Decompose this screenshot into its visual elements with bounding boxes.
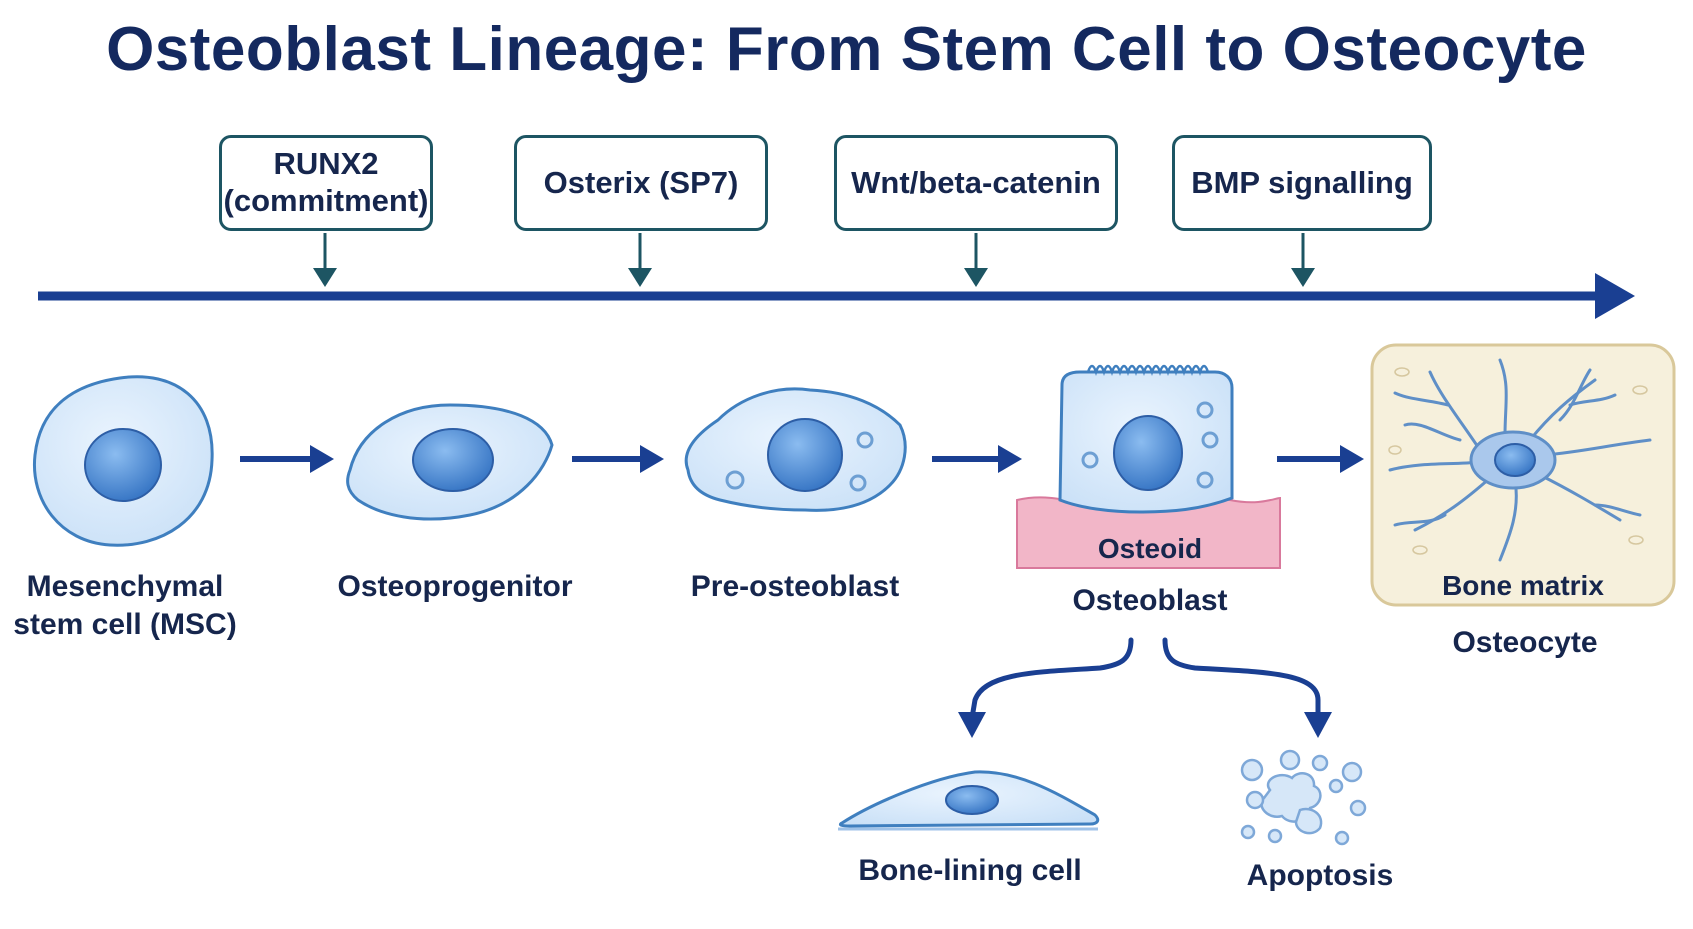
bone-lining-cell [838,770,1100,831]
fate-label-bone-lining: Bone-lining cell [858,854,1082,887]
page-title: Osteoblast Lineage: From Stem Cell to Os… [106,15,1587,84]
regulator-arrow-runx2 [313,233,337,287]
regulator-wnt: Wnt/beta-catenin [834,135,1118,231]
stage-label-osteoprogenitor: Osteoprogenitor [337,570,573,603]
stage-arrow-4 [1277,445,1364,473]
osteoid-label: Osteoid [1097,533,1203,564]
regulator-arrow-osterix [628,233,652,287]
pre-osteoblast-cell [684,387,907,512]
timeline-arrow [38,273,1635,319]
stage-label-msc: Mesenchymal stem cell (MSC) [13,570,237,642]
bone-matrix-label: Bone matrix [1442,570,1604,601]
stage-arrow-2 [572,445,664,473]
fate-label-apoptosis: Apoptosis [1246,859,1394,892]
regulator-arrow-wnt [964,233,988,287]
osteoprogenitor-cell [346,403,554,521]
regulator-bmp: BMP signalling [1172,135,1432,231]
stage-label-pre-osteoblast: Pre-osteoblast [690,570,900,603]
regulator-arrow-bmp [1291,233,1315,287]
fate-arrow-left [958,712,986,738]
apoptosis-fragments [1240,749,1367,846]
stage-arrow-1 [240,445,334,473]
regulator-runx2: RUNX2 (commitment) [219,135,433,231]
regulator-osterix: Osterix (SP7) [514,135,768,231]
msc-cell [32,375,214,547]
fate-brace [969,637,1321,721]
stage-label-osteoblast: Osteoblast [1072,584,1228,617]
osteoblast-cell [1058,364,1234,514]
stage-arrow-3 [932,445,1022,473]
stage-label-osteocyte: Osteocyte [1452,626,1598,659]
fate-arrow-right [1304,712,1332,738]
osteocyte-cell [1388,358,1652,562]
